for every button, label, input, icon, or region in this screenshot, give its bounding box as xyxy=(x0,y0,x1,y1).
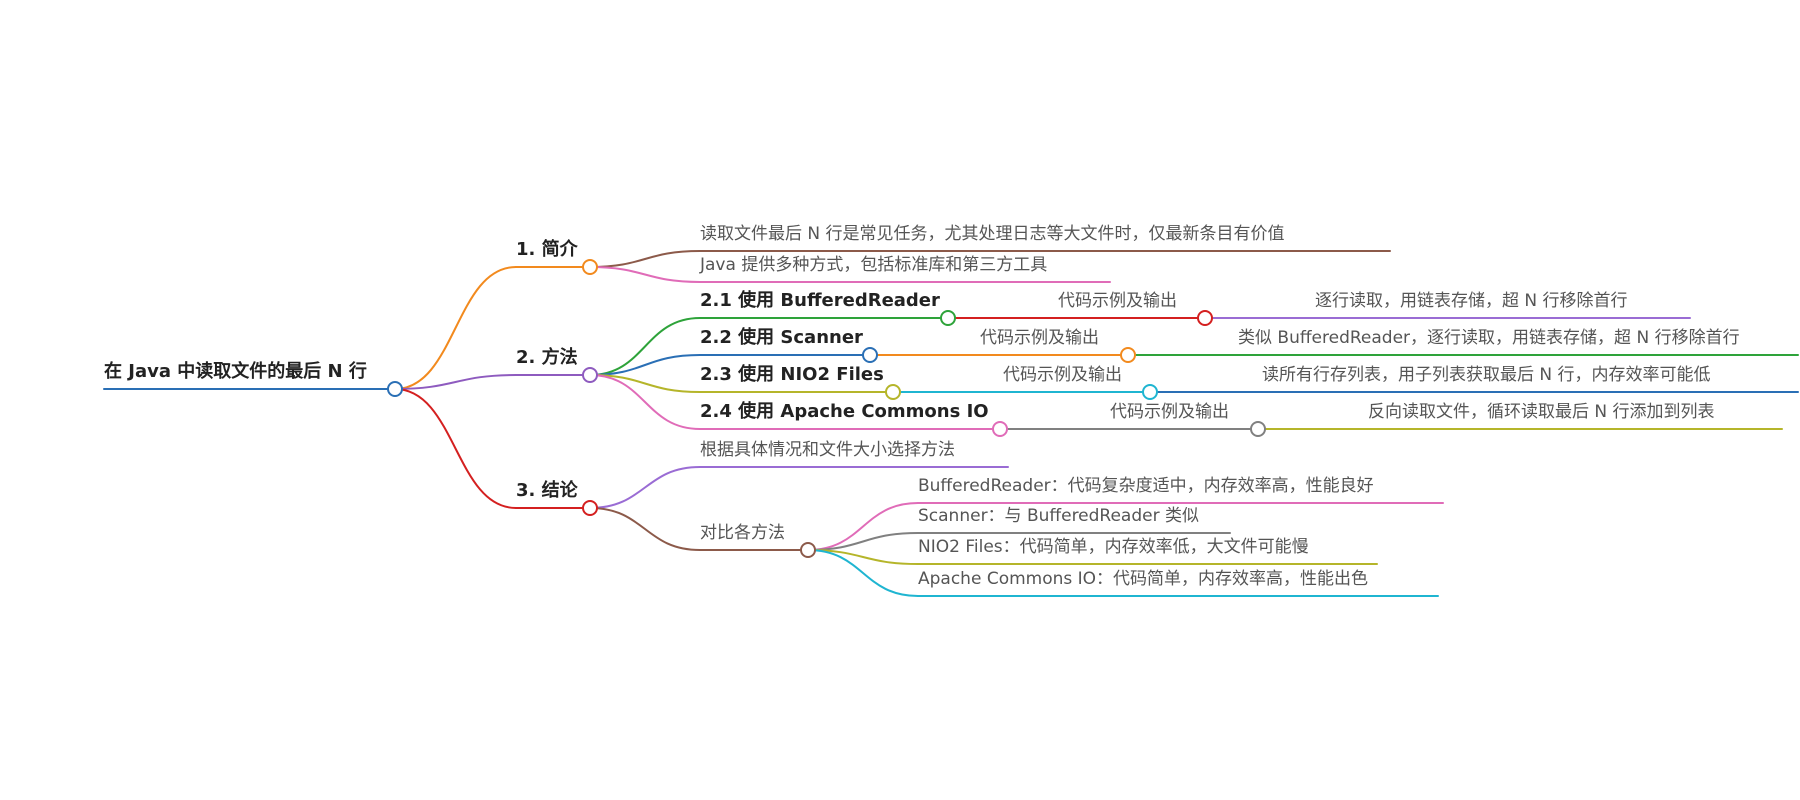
branch-methods-connector xyxy=(394,374,517,390)
node-conclusion-1-connector xyxy=(589,507,701,551)
branch-intro-toggle[interactable] xyxy=(582,259,598,275)
branch-methods-label: 2. 方法 xyxy=(516,347,578,368)
node-methods-3-0-0-label: 反向读取文件，循环读取最后 N 行添加到列表 xyxy=(1368,402,1715,422)
node-methods-3-connector xyxy=(589,374,701,430)
node-conclusion-1-label: 对比各方法 xyxy=(700,523,785,543)
node-conclusion-0-connector xyxy=(589,466,701,509)
node-conclusion-0-label: 根据具体情况和文件大小选择方法 xyxy=(700,440,955,460)
root-node-toggle[interactable] xyxy=(387,381,403,397)
branch-intro-connector xyxy=(394,266,517,390)
node-methods-1-label: 2.2 使用 Scanner xyxy=(700,327,863,348)
node-methods-0-connector xyxy=(589,317,701,376)
node-methods-3-label: 2.4 使用 Apache Commons IO xyxy=(700,401,989,422)
node-intro-1-connector xyxy=(589,266,701,283)
branch-conclusion-label: 3. 结论 xyxy=(516,480,578,501)
node-conclusion-1-1-label: Scanner：与 BufferedReader 类似 xyxy=(918,506,1199,526)
node-methods-2-0-0-label: 读所有行存列表，用子列表获取最后 N 行，内存效率可能低 xyxy=(1262,365,1711,385)
node-methods-1-0-label: 代码示例及输出 xyxy=(980,328,1099,348)
node-methods-2-toggle[interactable] xyxy=(885,384,901,400)
node-conclusion-1-0-connector xyxy=(807,502,919,551)
node-methods-1-connector xyxy=(589,354,701,376)
root-node-label: 在 Java 中读取文件的最后 N 行 xyxy=(104,361,367,382)
branch-conclusion-toggle[interactable] xyxy=(582,500,598,516)
branch-intro-label: 1. 简介 xyxy=(516,239,578,260)
node-methods-2-label: 2.3 使用 NIO2 Files xyxy=(700,364,884,385)
node-conclusion-1-toggle[interactable] xyxy=(800,542,816,558)
node-methods-2-connector xyxy=(589,374,701,393)
node-intro-0-connector xyxy=(589,250,701,268)
node-methods-1-toggle[interactable] xyxy=(862,347,878,363)
node-conclusion-1-2-connector xyxy=(807,549,919,565)
node-methods-3-0-toggle[interactable] xyxy=(1250,421,1266,437)
node-methods-2-0-toggle[interactable] xyxy=(1142,384,1158,400)
node-methods-0-toggle[interactable] xyxy=(940,310,956,326)
node-intro-1-label: Java 提供多种方式，包括标准库和第三方工具 xyxy=(700,255,1048,275)
node-conclusion-1-3-connector xyxy=(807,549,919,597)
branch-conclusion-connector xyxy=(394,388,517,509)
node-methods-0-label: 2.1 使用 BufferedReader xyxy=(700,290,940,311)
branch-methods-toggle[interactable] xyxy=(582,367,598,383)
node-methods-2-0-label: 代码示例及输出 xyxy=(1003,365,1122,385)
node-methods-1-0-0-label: 类似 BufferedReader，逐行读取，用链表存储，超 N 行移除首行 xyxy=(1238,328,1740,348)
node-methods-1-0-toggle[interactable] xyxy=(1120,347,1136,363)
node-methods-0-0-toggle[interactable] xyxy=(1197,310,1213,326)
node-conclusion-1-0-label: BufferedReader：代码复杂度适中，内存效率高，性能良好 xyxy=(918,476,1374,496)
node-intro-0-label: 读取文件最后 N 行是常见任务，尤其处理日志等大文件时，仅最新条目有价值 xyxy=(700,224,1285,244)
node-conclusion-1-2-label: NIO2 Files：代码简单，内存效率低，大文件可能慢 xyxy=(918,537,1309,557)
node-conclusion-1-1-connector xyxy=(807,532,919,551)
node-methods-3-toggle[interactable] xyxy=(992,421,1008,437)
node-conclusion-1-3-label: Apache Commons IO：代码简单，内存效率高，性能出色 xyxy=(918,569,1369,589)
node-methods-3-0-label: 代码示例及输出 xyxy=(1110,402,1229,422)
node-methods-0-0-0-label: 逐行读取，用链表存储，超 N 行移除首行 xyxy=(1315,291,1628,311)
node-methods-0-0-label: 代码示例及输出 xyxy=(1058,291,1177,311)
